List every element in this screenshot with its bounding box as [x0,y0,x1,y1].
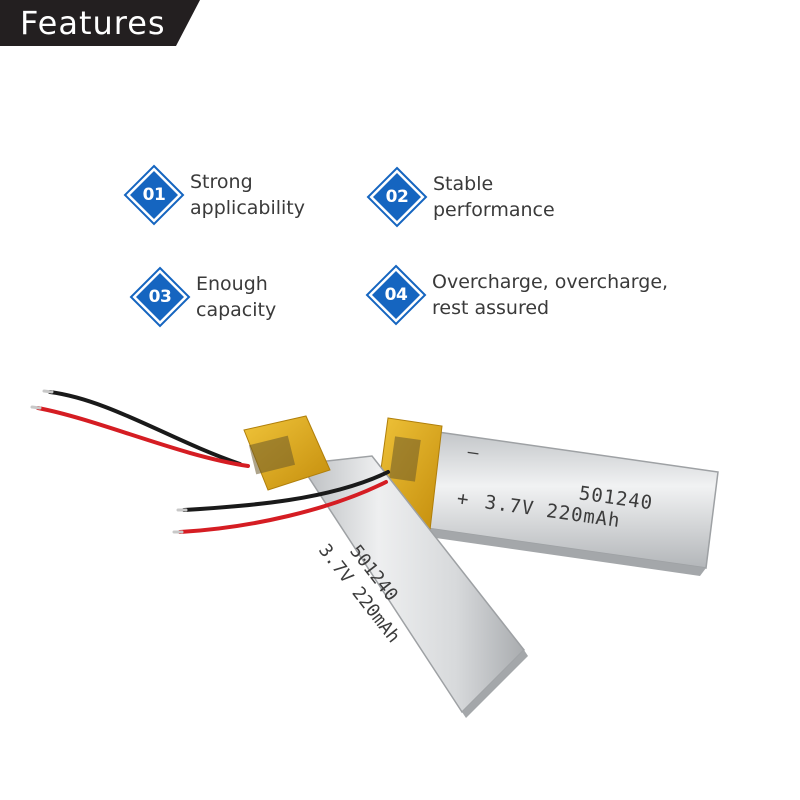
battery-label-pos: + [456,487,470,510]
badge-number: 04 [384,285,408,305]
feature-label-line1: Enough [196,273,268,295]
badge-number: 02 [385,187,409,207]
feature-text: Strong applicability [190,169,305,221]
battery-product-image: — 501240 + 3.7V 220mAh 501240 3.7V 220mA… [30,389,719,718]
feature-label-line2: applicability [190,197,306,219]
feature-item-overcharge-rest-assured: 04 Overcharge, overcharge, rest assured [364,263,668,327]
number-badge-icon: 03 [128,265,192,329]
number-badge-icon: 04 [364,263,428,327]
feature-item-strong-applicability: 01 Strong applicability [122,163,305,227]
feature-text: Overcharge, overcharge, rest assured [432,269,668,321]
battery-wires [30,389,390,534]
battery-right: — 501240 + 3.7V 220mAh [373,417,719,576]
header-banner [0,0,200,46]
battery-label-neg: — [466,441,480,463]
feature-label-line2: capacity [196,299,277,321]
battery-left: 501240 3.7V 220mAh [243,415,528,718]
feature-label-line1: Strong [190,171,253,193]
feature-text: Enough capacity [196,271,276,323]
feature-item-enough-capacity: 03 Enough capacity [128,265,276,329]
feature-label-line1: Stable [433,173,494,195]
number-badge-icon: 01 [122,163,186,227]
feature-label-line1: Overcharge, overcharge, [432,271,669,293]
badge-number: 01 [142,185,166,205]
feature-text: Stable performance [433,171,555,223]
feature-label-line2: rest assured [432,297,550,319]
page-title: Features [20,4,166,42]
badge-number: 03 [148,287,172,307]
number-badge-icon: 02 [365,165,429,229]
feature-label-line2: performance [433,199,555,221]
feature-item-stable-performance: 02 Stable performance [365,165,555,229]
